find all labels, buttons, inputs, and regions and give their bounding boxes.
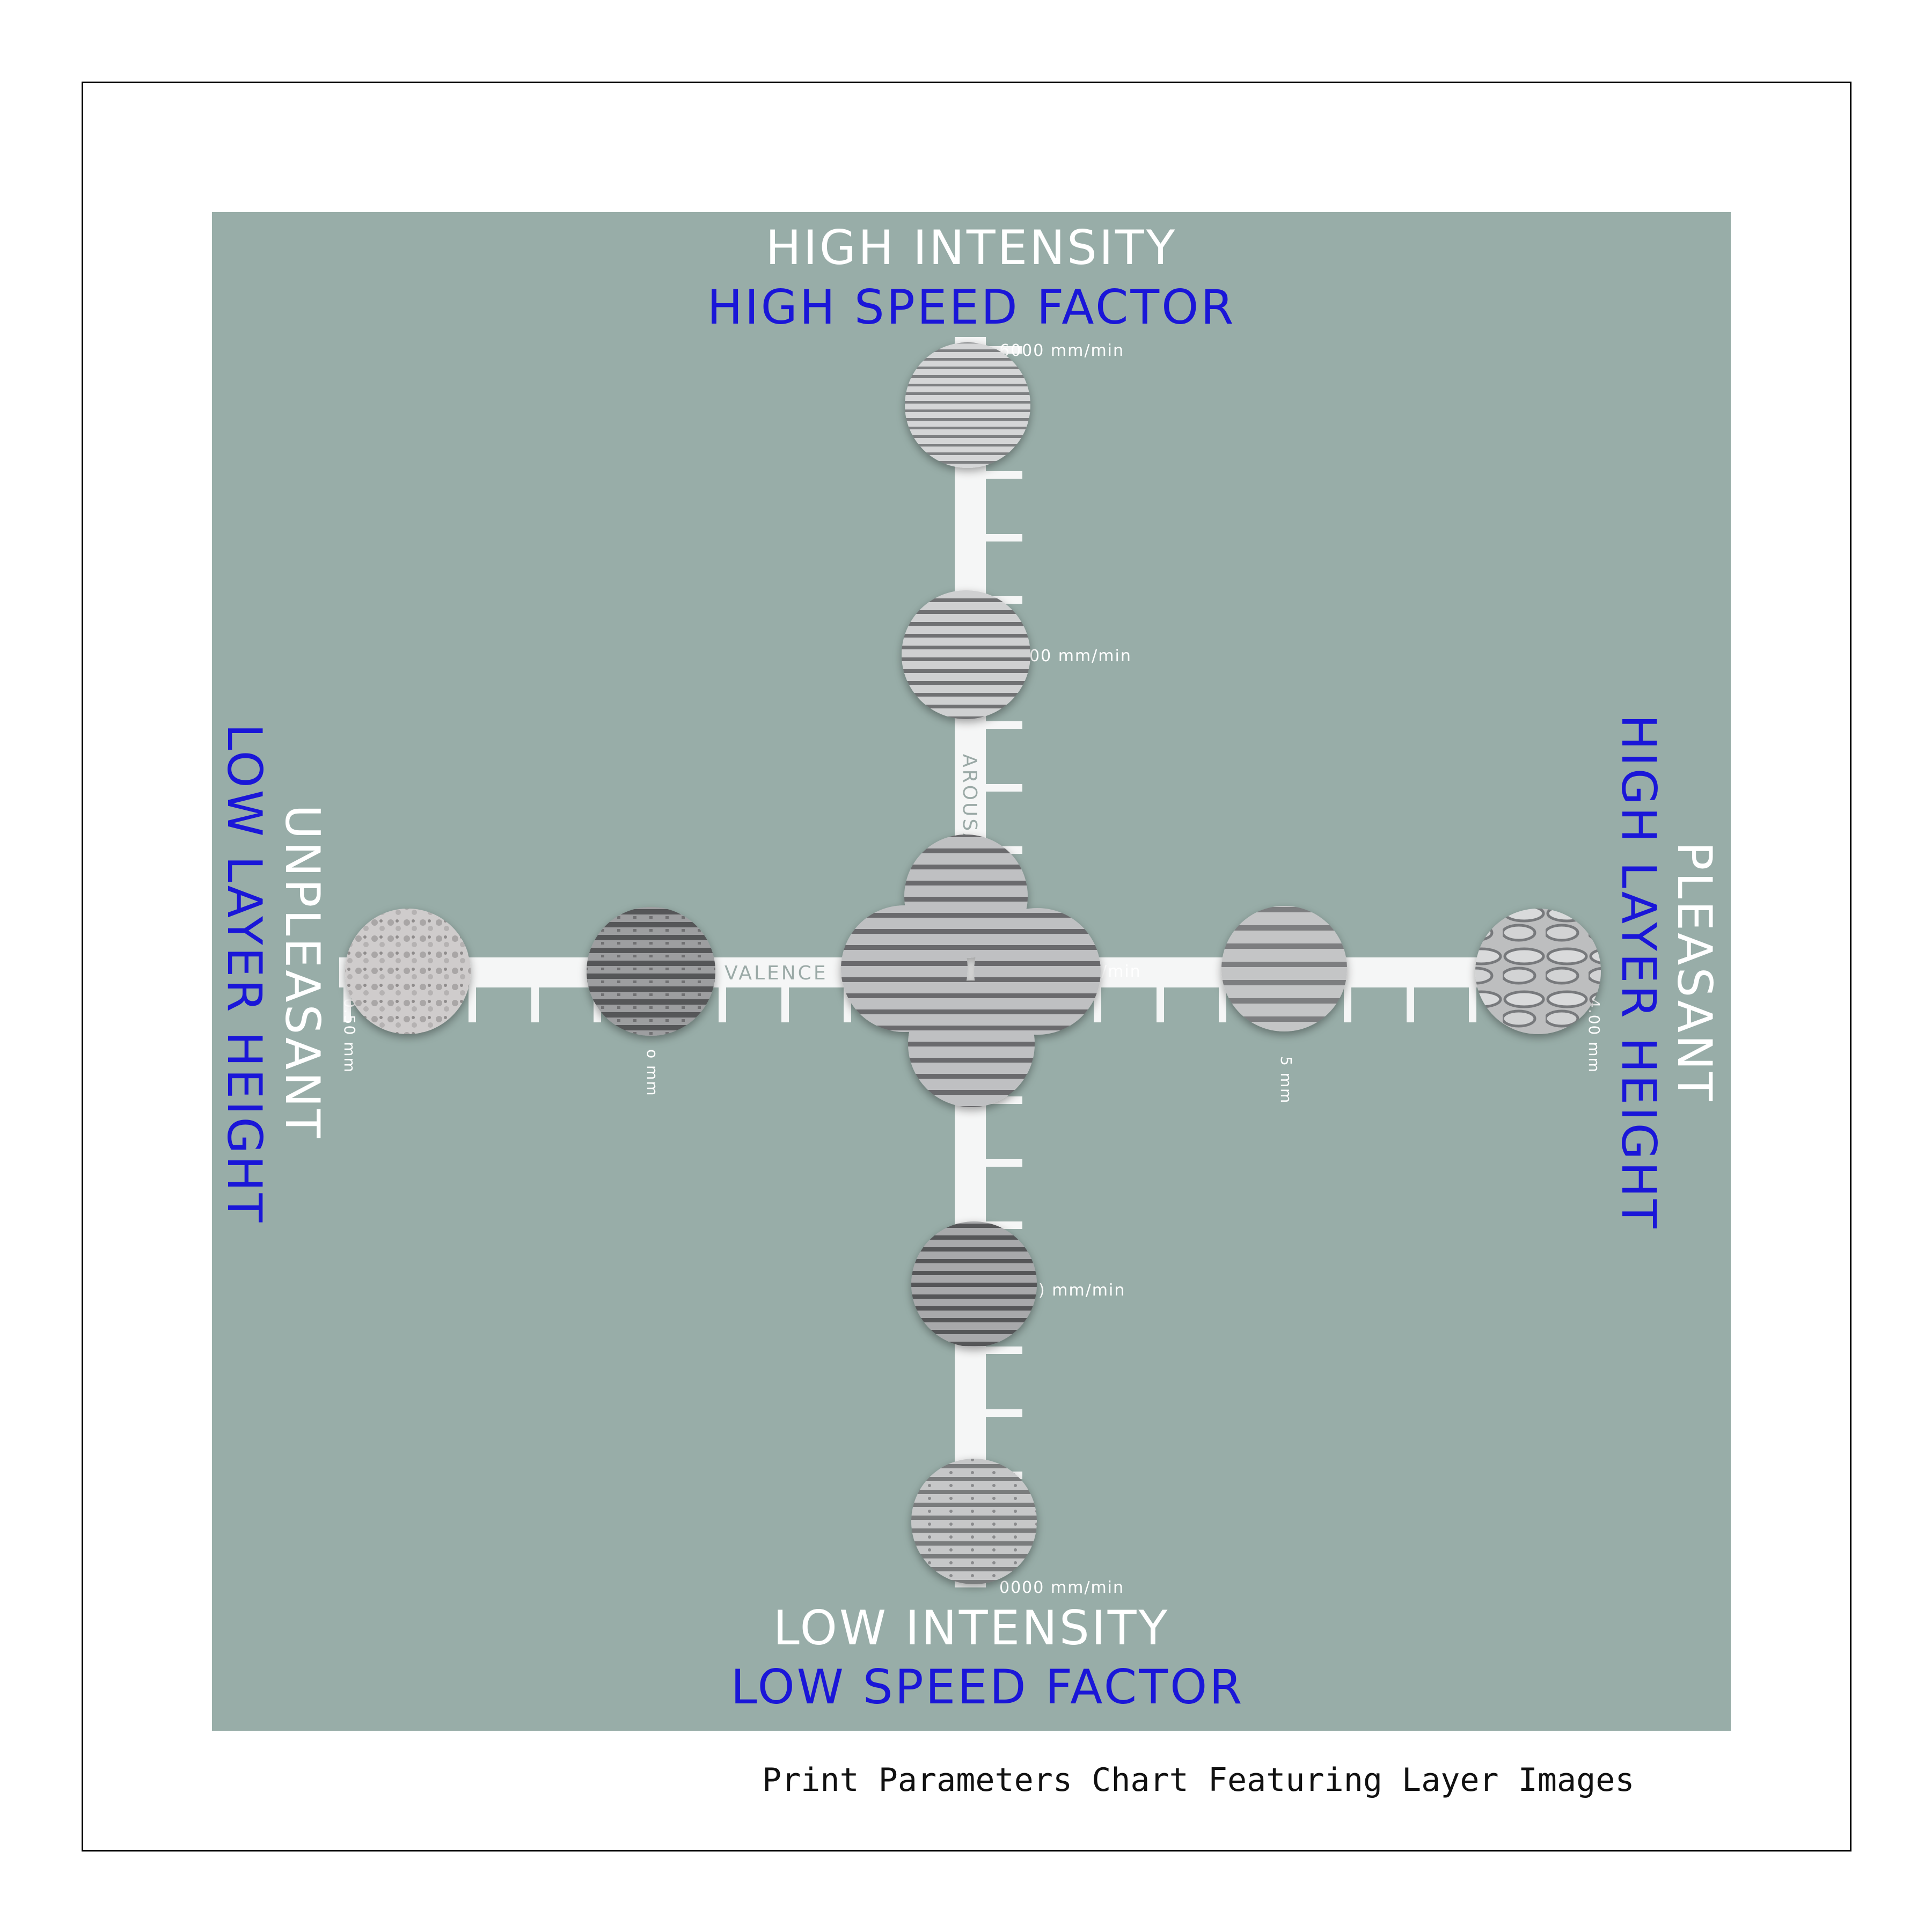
horizontal-axis-tick xyxy=(469,985,476,1022)
layer-image-speed-bottom xyxy=(911,1459,1037,1584)
vertical-axis-tick xyxy=(982,1409,1022,1417)
speed-label-top: 6000 mm/min xyxy=(999,341,1124,360)
layer-label-left: o mm xyxy=(643,1049,661,1097)
horizontal-axis-tick xyxy=(1344,985,1351,1022)
heading-top-secondary: HIGH SPEED FACTOR xyxy=(707,280,1235,335)
horizontal-axis-tick xyxy=(719,985,726,1022)
horizontal-axis-tick xyxy=(1219,985,1226,1022)
heading-bottom-primary: LOW INTENSITY xyxy=(773,1600,1169,1656)
layer-image-speed-top xyxy=(905,342,1030,468)
horizontal-axis-tick xyxy=(781,985,789,1022)
vertical-axis-tick xyxy=(982,1159,1022,1167)
layer-image-layer-left xyxy=(587,907,715,1036)
speed-label-bottom: 0000 mm/min xyxy=(999,1578,1124,1597)
figure-caption: Print Parameters Chart Featuring Layer I… xyxy=(762,1761,1635,1799)
layer-image-speed-upper xyxy=(902,590,1030,719)
layer-image-speed-lower xyxy=(911,1221,1037,1347)
layer-image-layer-far-left xyxy=(345,909,471,1034)
heading-left-primary: UNPLEASANT xyxy=(275,804,330,1140)
horizontal-axis-tick xyxy=(1407,985,1414,1022)
heading-left-secondary: LOW LAYER HEIGHT xyxy=(217,724,272,1225)
vertical-axis-tick xyxy=(982,784,1022,792)
vertical-axis-tick xyxy=(982,1346,1022,1354)
layer-image-layer-far-right xyxy=(1475,909,1601,1034)
horizontal-axis-tick xyxy=(1469,985,1476,1022)
layer-image-center-left xyxy=(841,905,968,1032)
layer-image-center-right xyxy=(974,908,1101,1035)
heading-bottom-secondary: LOW SPEED FACTOR xyxy=(731,1659,1245,1715)
vertical-axis-tick xyxy=(982,721,1022,729)
horizontal-axis-tick xyxy=(1157,985,1164,1022)
vertical-axis-tick xyxy=(982,534,1022,541)
heading-top-primary: HIGH INTENSITY xyxy=(766,220,1177,275)
speed-label-upper: 00 mm/min xyxy=(1029,647,1132,665)
layer-label-right: 5 mm xyxy=(1277,1056,1295,1104)
layer-label-far-left: 0.50 mm xyxy=(341,998,358,1073)
layer-label-far-right: 4.00 mm xyxy=(1585,998,1603,1073)
heading-right-primary: PLEASANT xyxy=(1667,841,1722,1103)
speed-label-lower: ) mm/min xyxy=(1038,1281,1125,1300)
horizontal-axis-name: VALENCE xyxy=(724,962,828,984)
figure-frame xyxy=(82,82,1851,1851)
speed-label-center: /min xyxy=(1101,962,1141,981)
horizontal-axis-tick xyxy=(343,985,351,1022)
vertical-axis-tick xyxy=(982,471,1022,479)
horizontal-axis-tick xyxy=(531,985,539,1022)
heading-right-secondary: HIGH LAYER HEIGHT xyxy=(1611,714,1666,1230)
layer-image-layer-right xyxy=(1221,906,1347,1031)
layer-images xyxy=(345,342,1601,1584)
